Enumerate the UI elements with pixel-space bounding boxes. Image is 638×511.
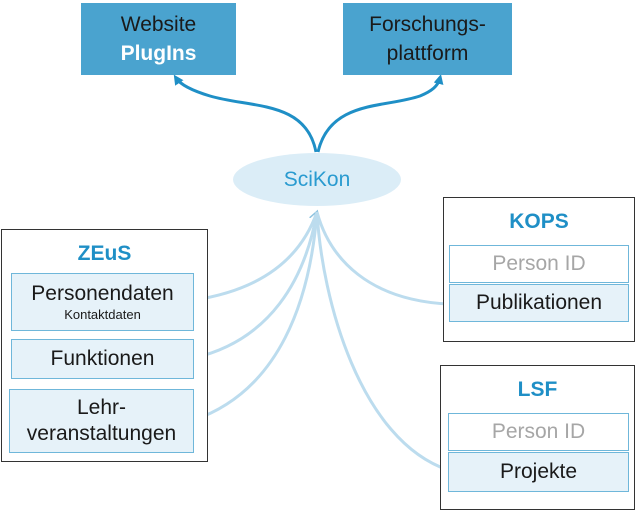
kontaktdaten-label: Kontaktdaten bbox=[64, 307, 141, 322]
zeus-funktionen: Funktionen bbox=[11, 339, 194, 379]
lsf-title: LSF bbox=[517, 378, 558, 401]
personendaten-label: Personendaten bbox=[31, 282, 174, 305]
forschungsplattform-line1: Forschungs- bbox=[369, 13, 486, 36]
publikationen-label: Publikationen bbox=[475, 291, 603, 314]
projekte-label: Projekte bbox=[499, 460, 578, 483]
kops-person-id: Person ID bbox=[449, 245, 629, 283]
scikon-hub: SciKon bbox=[233, 153, 401, 206]
forschungsplattform-box: Forschungs- plattform bbox=[343, 3, 512, 75]
connector-hub-forschung bbox=[316, 74, 444, 153]
lsf-person-id-label: Person ID bbox=[491, 420, 586, 443]
website-plugins-box: Website PlugIns bbox=[81, 3, 236, 75]
forschungsplattform-line2: plattform bbox=[386, 42, 469, 65]
website-plugins-line2: PlugIns bbox=[120, 42, 197, 65]
connector-publikationen-hub bbox=[315, 211, 449, 306]
connector-personendaten-hub bbox=[193, 212, 317, 302]
lehr-line1: Lehr- bbox=[76, 396, 127, 419]
lsf-projekte: Projekte bbox=[448, 452, 629, 492]
connector-funktionen-hub bbox=[193, 211, 319, 360]
lehr-line2: veranstaltungen bbox=[26, 422, 177, 445]
website-plugins-line1: Website bbox=[120, 13, 197, 36]
kops-title: KOPS bbox=[509, 210, 569, 233]
kops-publikationen: Publikationen bbox=[449, 284, 629, 322]
connector-projekte-hub bbox=[315, 211, 449, 472]
connector-hub-website bbox=[173, 74, 318, 153]
kops-person-id-label: Person ID bbox=[492, 252, 586, 275]
zeus-personendaten: Personendaten Kontaktdaten bbox=[11, 273, 194, 331]
lsf-person-id: Person ID bbox=[448, 413, 629, 451]
zeus-lehrveranstaltungen: Lehr- veranstaltungen bbox=[9, 389, 194, 453]
connector-lehr-hub bbox=[193, 211, 319, 422]
funktionen-label: Funktionen bbox=[50, 347, 155, 370]
scikon-label: SciKon bbox=[283, 167, 351, 191]
zeus-title: ZEuS bbox=[77, 242, 132, 265]
